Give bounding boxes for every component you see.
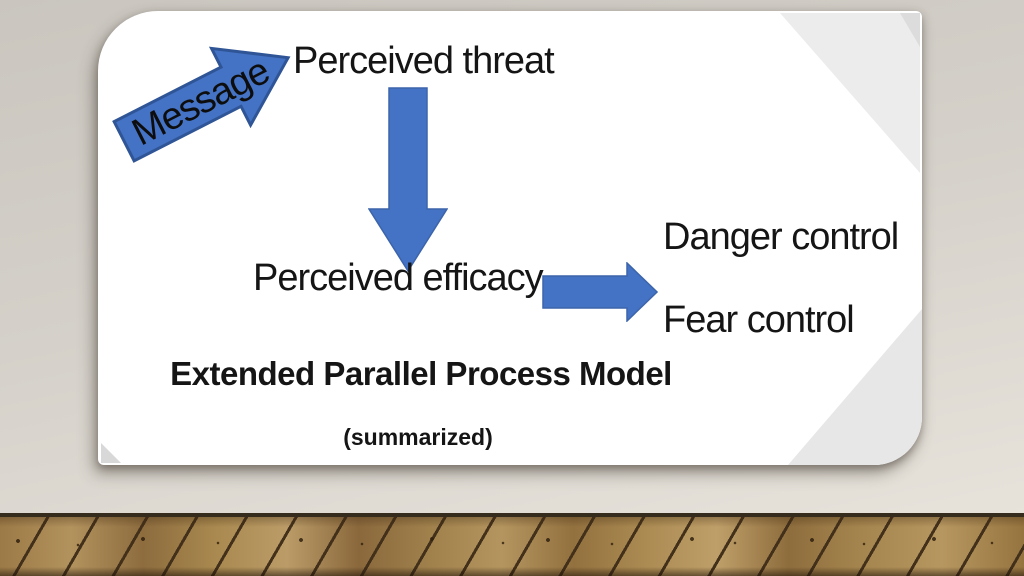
wood-floor xyxy=(0,513,1024,576)
right-arrow-icon xyxy=(542,262,658,322)
danger-control-label: Danger control xyxy=(663,216,899,258)
message-arrow: Message xyxy=(101,15,312,183)
slide-card: Message Perceived threat Perceived effic… xyxy=(98,11,922,465)
perceived-threat-label: Perceived threat xyxy=(293,40,555,82)
fear-control-label: Fear control xyxy=(663,299,855,341)
slide-title: Extended Parallel Process Model xyxy=(170,355,672,392)
message-arrow-icon xyxy=(112,46,291,163)
perceived-efficacy-label: Perceived efficacy xyxy=(253,257,544,299)
corner-decoration-top-right xyxy=(780,13,920,173)
slide-subtitle: (summarized) xyxy=(343,424,493,450)
corner-fold-bottom-left xyxy=(101,443,121,463)
down-arrow-icon xyxy=(368,87,448,273)
